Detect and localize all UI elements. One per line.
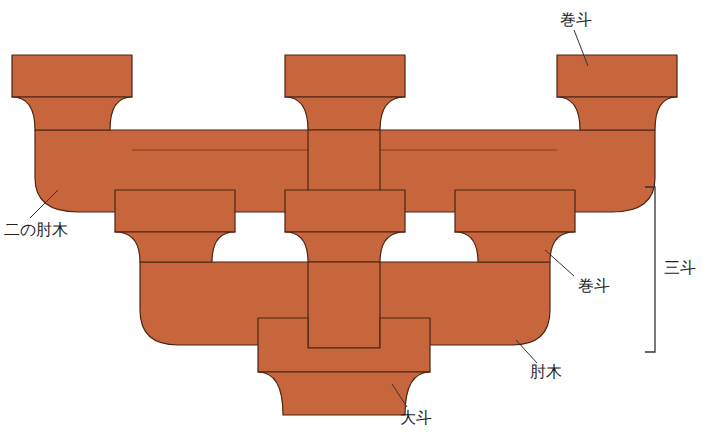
leader-line xyxy=(392,384,407,407)
middle-bearing-block xyxy=(455,190,575,262)
part-label: 大斗 xyxy=(400,408,432,427)
top-bearing-block xyxy=(557,55,677,130)
top-bearing-block xyxy=(12,55,132,130)
leader-line xyxy=(516,340,537,363)
leader-line xyxy=(545,250,574,276)
leader-line xyxy=(574,30,588,66)
main-bearing-block xyxy=(258,318,430,415)
part-label: 巻斗 xyxy=(578,276,610,295)
middle-bearing-block xyxy=(285,190,405,262)
part-label: 二の肘木 xyxy=(4,220,68,239)
middle-bearing-block xyxy=(115,190,235,262)
part-label: 肘木 xyxy=(530,362,562,381)
center-post xyxy=(308,262,380,348)
part-label: 巻斗 xyxy=(560,10,592,29)
range-bracket xyxy=(645,187,655,352)
leader-line xyxy=(30,190,58,218)
top-bearing-block xyxy=(285,55,405,130)
part-label: 三斗 xyxy=(664,258,696,277)
